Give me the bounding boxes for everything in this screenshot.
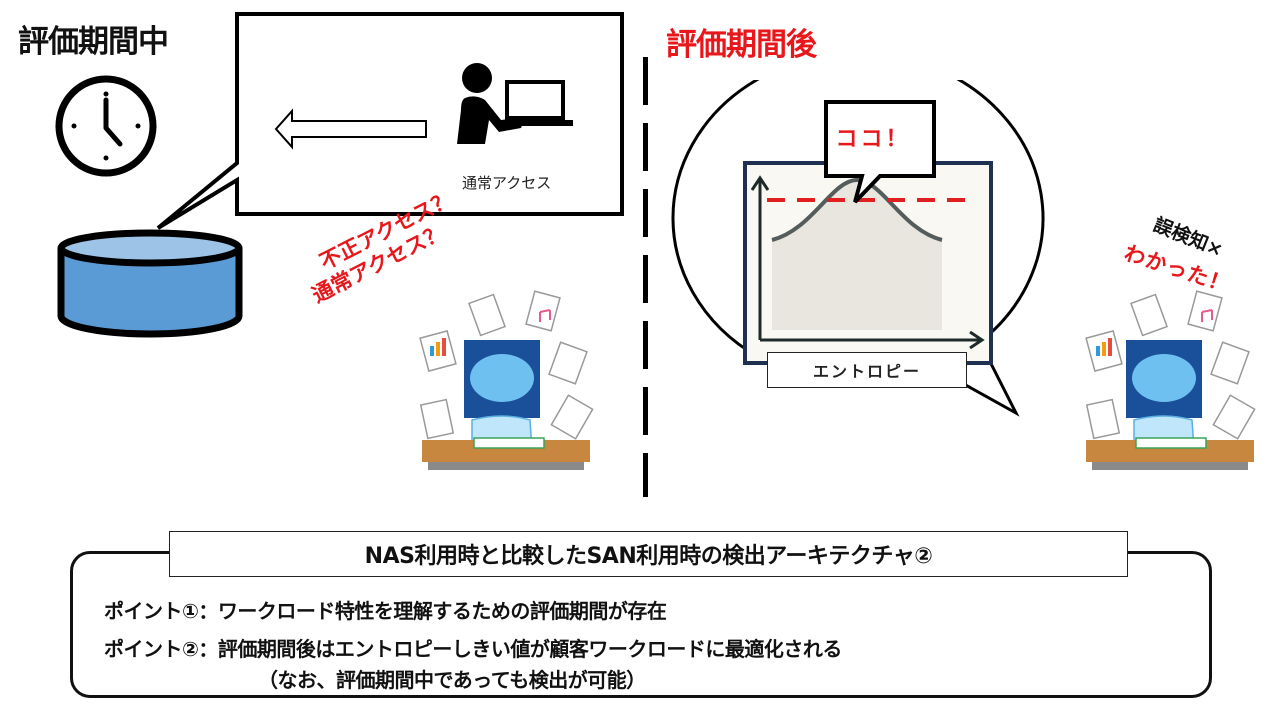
left-arrow-icon — [274, 108, 427, 150]
title-during-evaluation: 評価期間中 — [18, 24, 169, 60]
point-1: ポイント①：ワークロード特性を理解するための評価期間が存在 — [104, 599, 667, 623]
here-callout-bubble — [824, 100, 936, 204]
entropy-axis-label: エントロピー — [767, 352, 967, 388]
section-divider — [643, 57, 648, 497]
summary-title: NAS利用時と比較したSAN利用時の検出アーキテクチャ② — [169, 531, 1128, 577]
normal-access-label: 通常アクセス — [462, 174, 552, 192]
storage-cylinder-icon — [57, 229, 243, 338]
clock-icon — [55, 75, 157, 177]
here-callout-text: ココ！ — [835, 127, 911, 152]
title-after-evaluation: 評価期間後 — [666, 27, 817, 63]
point-2-note: （なお、評価期間中であっても検出が可能） — [258, 668, 646, 692]
ai-brain-learner-icon — [419, 290, 594, 470]
entropy-chart — [743, 161, 993, 365]
user-at-computer-icon — [457, 63, 573, 144]
point-2: ポイント②：評価期間後はエントロピーしきい値が顧客ワークロードに最適化される — [104, 637, 842, 661]
ai-brain-learner-icon-right — [1085, 290, 1256, 470]
